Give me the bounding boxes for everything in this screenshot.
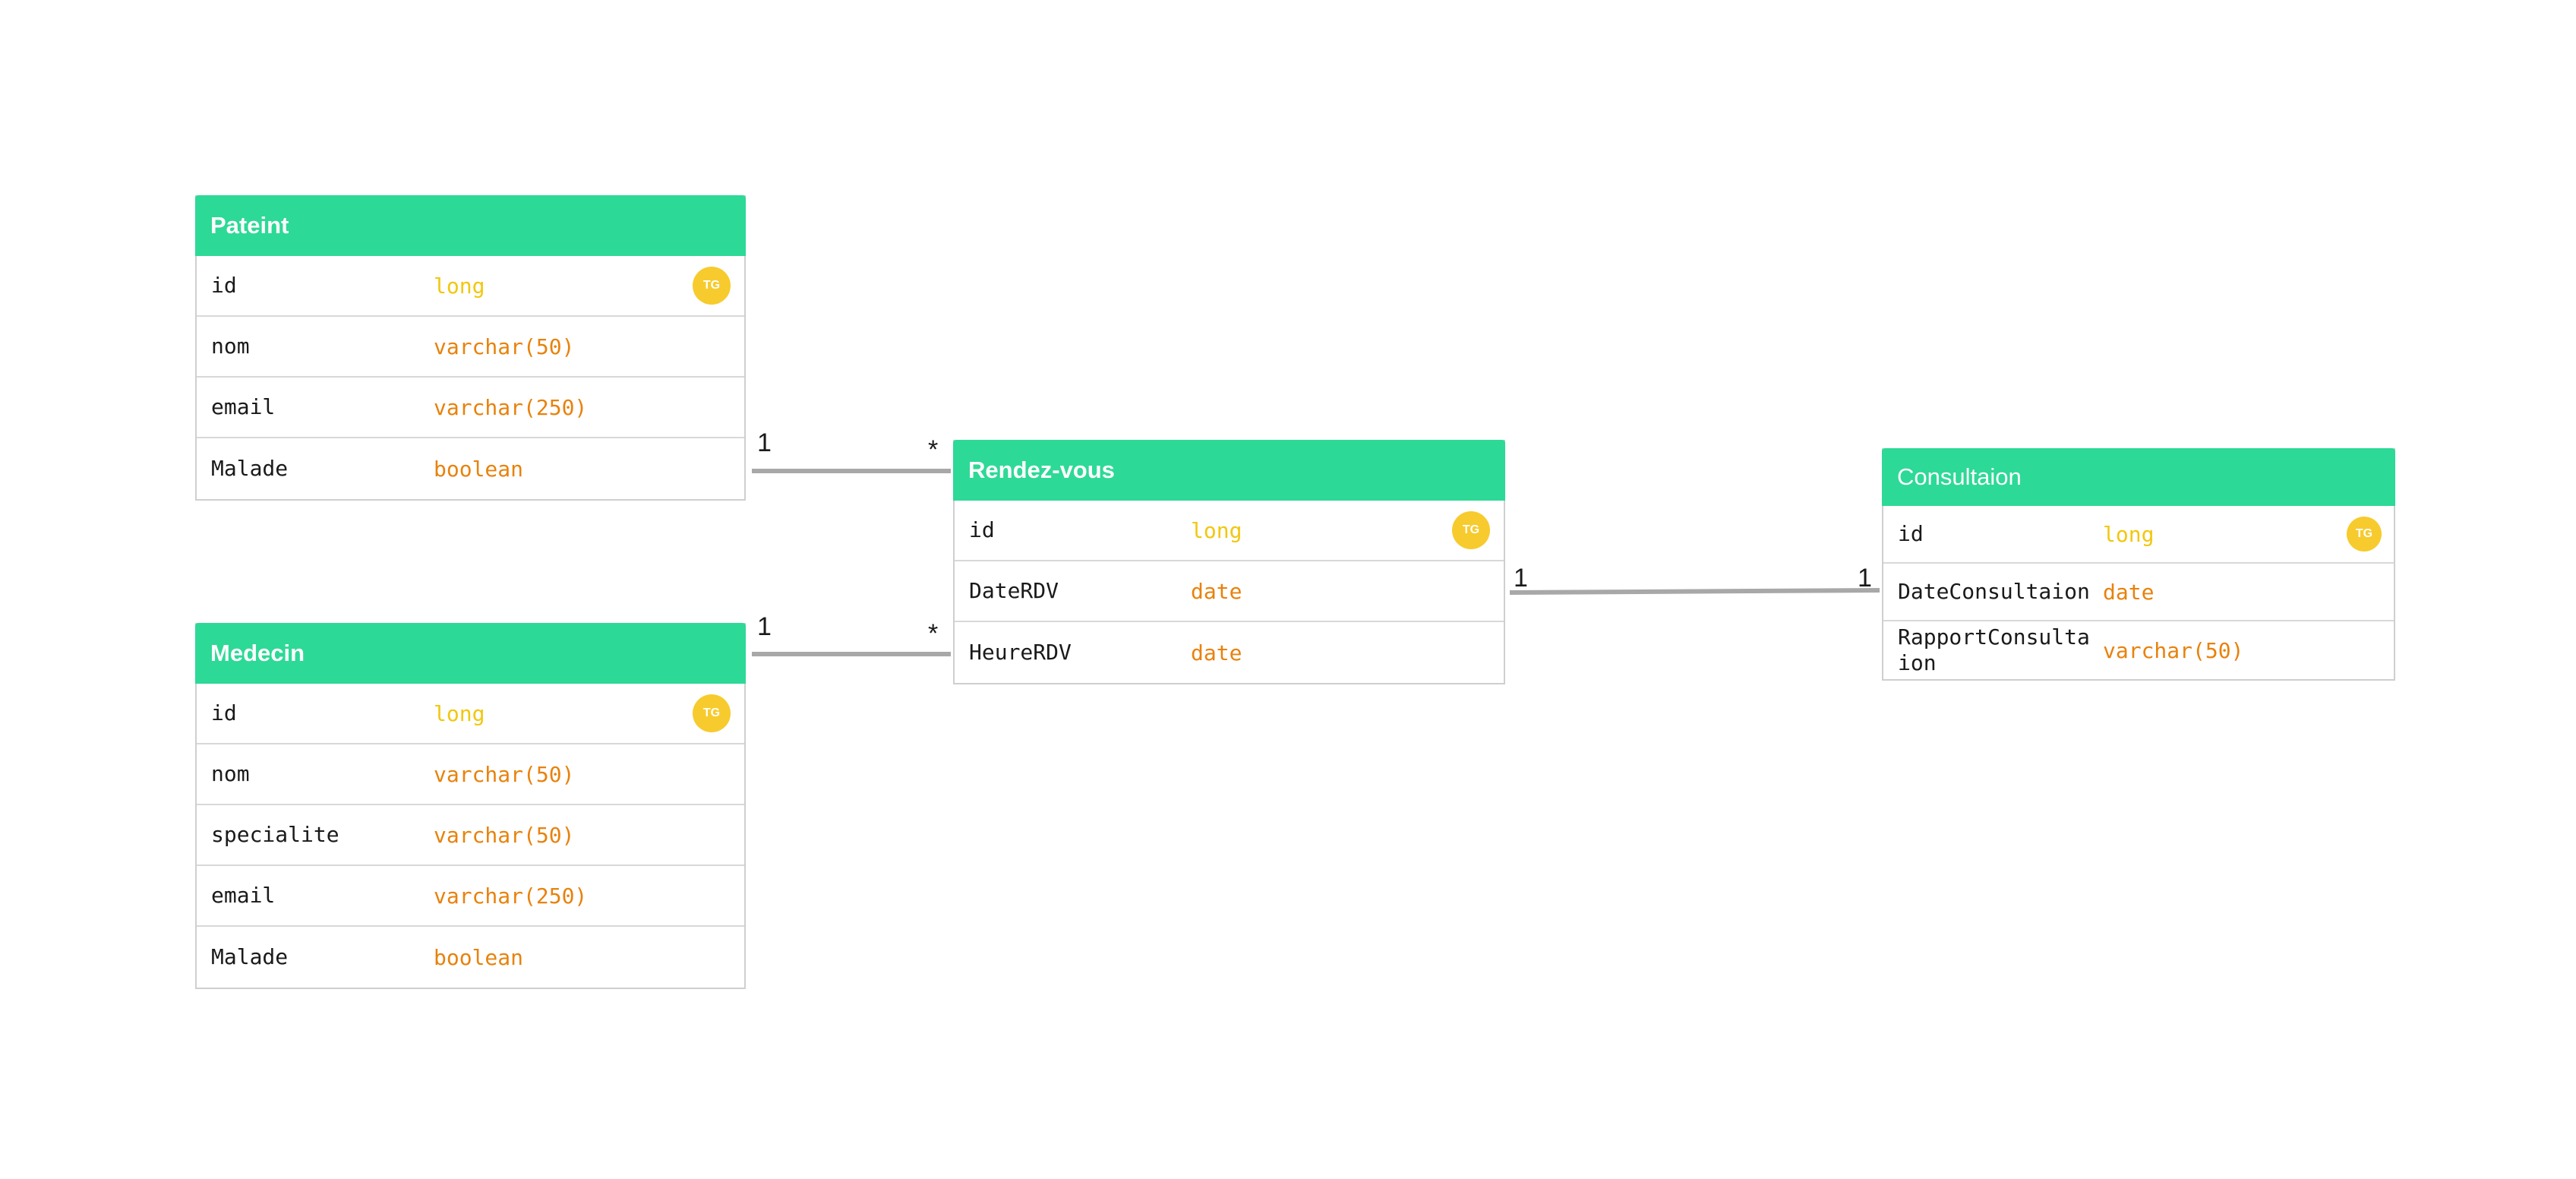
table-row[interactable]: nom varchar(50) bbox=[197, 744, 744, 805]
column-type: long bbox=[434, 700, 485, 726]
column-type: date bbox=[1191, 640, 1242, 665]
column-name: id bbox=[211, 700, 237, 725]
column-type: long bbox=[2103, 521, 2155, 547]
table-row[interactable]: HeureRDV date bbox=[955, 622, 1504, 683]
column-name: id bbox=[969, 517, 995, 542]
table-header[interactable]: Pateint bbox=[195, 195, 746, 256]
cardinality-label: 1 bbox=[1858, 564, 1872, 593]
table-header[interactable]: Consultaion bbox=[1882, 448, 2395, 506]
table-row[interactable]: id long TG bbox=[197, 684, 744, 744]
column-name: DateConsultaion bbox=[1898, 579, 2090, 604]
relation-line-rendezvous-consultaion[interactable] bbox=[1509, 588, 1880, 595]
table-header[interactable]: Rendez-vous bbox=[953, 440, 1505, 501]
column-name: specialite bbox=[211, 822, 339, 847]
column-name: RapportConsulta ion bbox=[1898, 624, 2090, 675]
table-row[interactable]: specialite varchar(50) bbox=[197, 805, 744, 866]
column-name: id bbox=[1898, 521, 1924, 546]
table-medecin[interactable]: Medecin id long TG nom varchar(50) speci… bbox=[195, 623, 746, 989]
table-header[interactable]: Medecin bbox=[195, 623, 746, 684]
table-row[interactable]: id long TG bbox=[955, 501, 1504, 561]
cardinality-label: * bbox=[928, 435, 939, 464]
column-name: DateRDV bbox=[969, 578, 1059, 603]
column-type: long bbox=[1191, 517, 1242, 543]
column-name: Malade bbox=[211, 944, 289, 969]
table-row[interactable]: email varchar(250) bbox=[197, 866, 744, 927]
table-row[interactable]: nom varchar(50) bbox=[197, 317, 744, 378]
column-type: varchar(250) bbox=[434, 394, 588, 420]
column-type: boolean bbox=[434, 944, 524, 970]
table-row[interactable]: DateConsultaion date bbox=[1883, 564, 2394, 621]
tag-icon[interactable]: TG bbox=[1452, 511, 1490, 549]
column-name: nom bbox=[211, 761, 250, 786]
table-pateint[interactable]: Pateint id long TG nom varchar(50) email… bbox=[195, 195, 746, 501]
tag-icon[interactable]: TG bbox=[693, 267, 731, 305]
table-row[interactable]: RapportConsulta ion varchar(50) bbox=[1883, 621, 2394, 679]
cardinality-label: 1 bbox=[1514, 564, 1528, 593]
cardinality-label: 1 bbox=[757, 428, 772, 457]
column-name: Malade bbox=[211, 456, 289, 481]
table-row[interactable]: Malade boolean bbox=[197, 438, 744, 499]
column-name: email bbox=[211, 394, 276, 419]
column-type: boolean bbox=[434, 456, 524, 482]
table-consultaion[interactable]: Consultaion id long TG DateConsultaion d… bbox=[1882, 448, 2395, 681]
column-name: nom bbox=[211, 333, 250, 359]
column-name: email bbox=[211, 883, 276, 908]
table-row[interactable]: id long TG bbox=[197, 256, 744, 317]
table-row[interactable]: DateRDV date bbox=[955, 561, 1504, 622]
table-row[interactable]: Malade boolean bbox=[197, 927, 744, 988]
column-type: varchar(50) bbox=[434, 761, 575, 787]
column-type: varchar(50) bbox=[434, 822, 575, 848]
cardinality-label: * bbox=[928, 619, 939, 648]
column-type: date bbox=[2103, 579, 2155, 605]
column-name: HeureRDV bbox=[969, 640, 1072, 665]
tag-icon[interactable]: TG bbox=[2347, 517, 2382, 552]
column-type: date bbox=[1191, 578, 1242, 604]
table-rendez-vous[interactable]: Rendez-vous id long TG DateRDV date Heur… bbox=[953, 440, 1505, 684]
tag-icon[interactable]: TG bbox=[693, 694, 731, 732]
cardinality-label: 1 bbox=[757, 612, 772, 641]
column-name: id bbox=[211, 273, 237, 298]
table-row[interactable]: id long TG bbox=[1883, 506, 2394, 564]
column-type: varchar(50) bbox=[434, 333, 575, 359]
column-type: long bbox=[434, 273, 485, 299]
column-type: varchar(50) bbox=[2103, 637, 2244, 663]
column-type: varchar(250) bbox=[434, 883, 588, 909]
table-row[interactable]: email varchar(250) bbox=[197, 378, 744, 438]
